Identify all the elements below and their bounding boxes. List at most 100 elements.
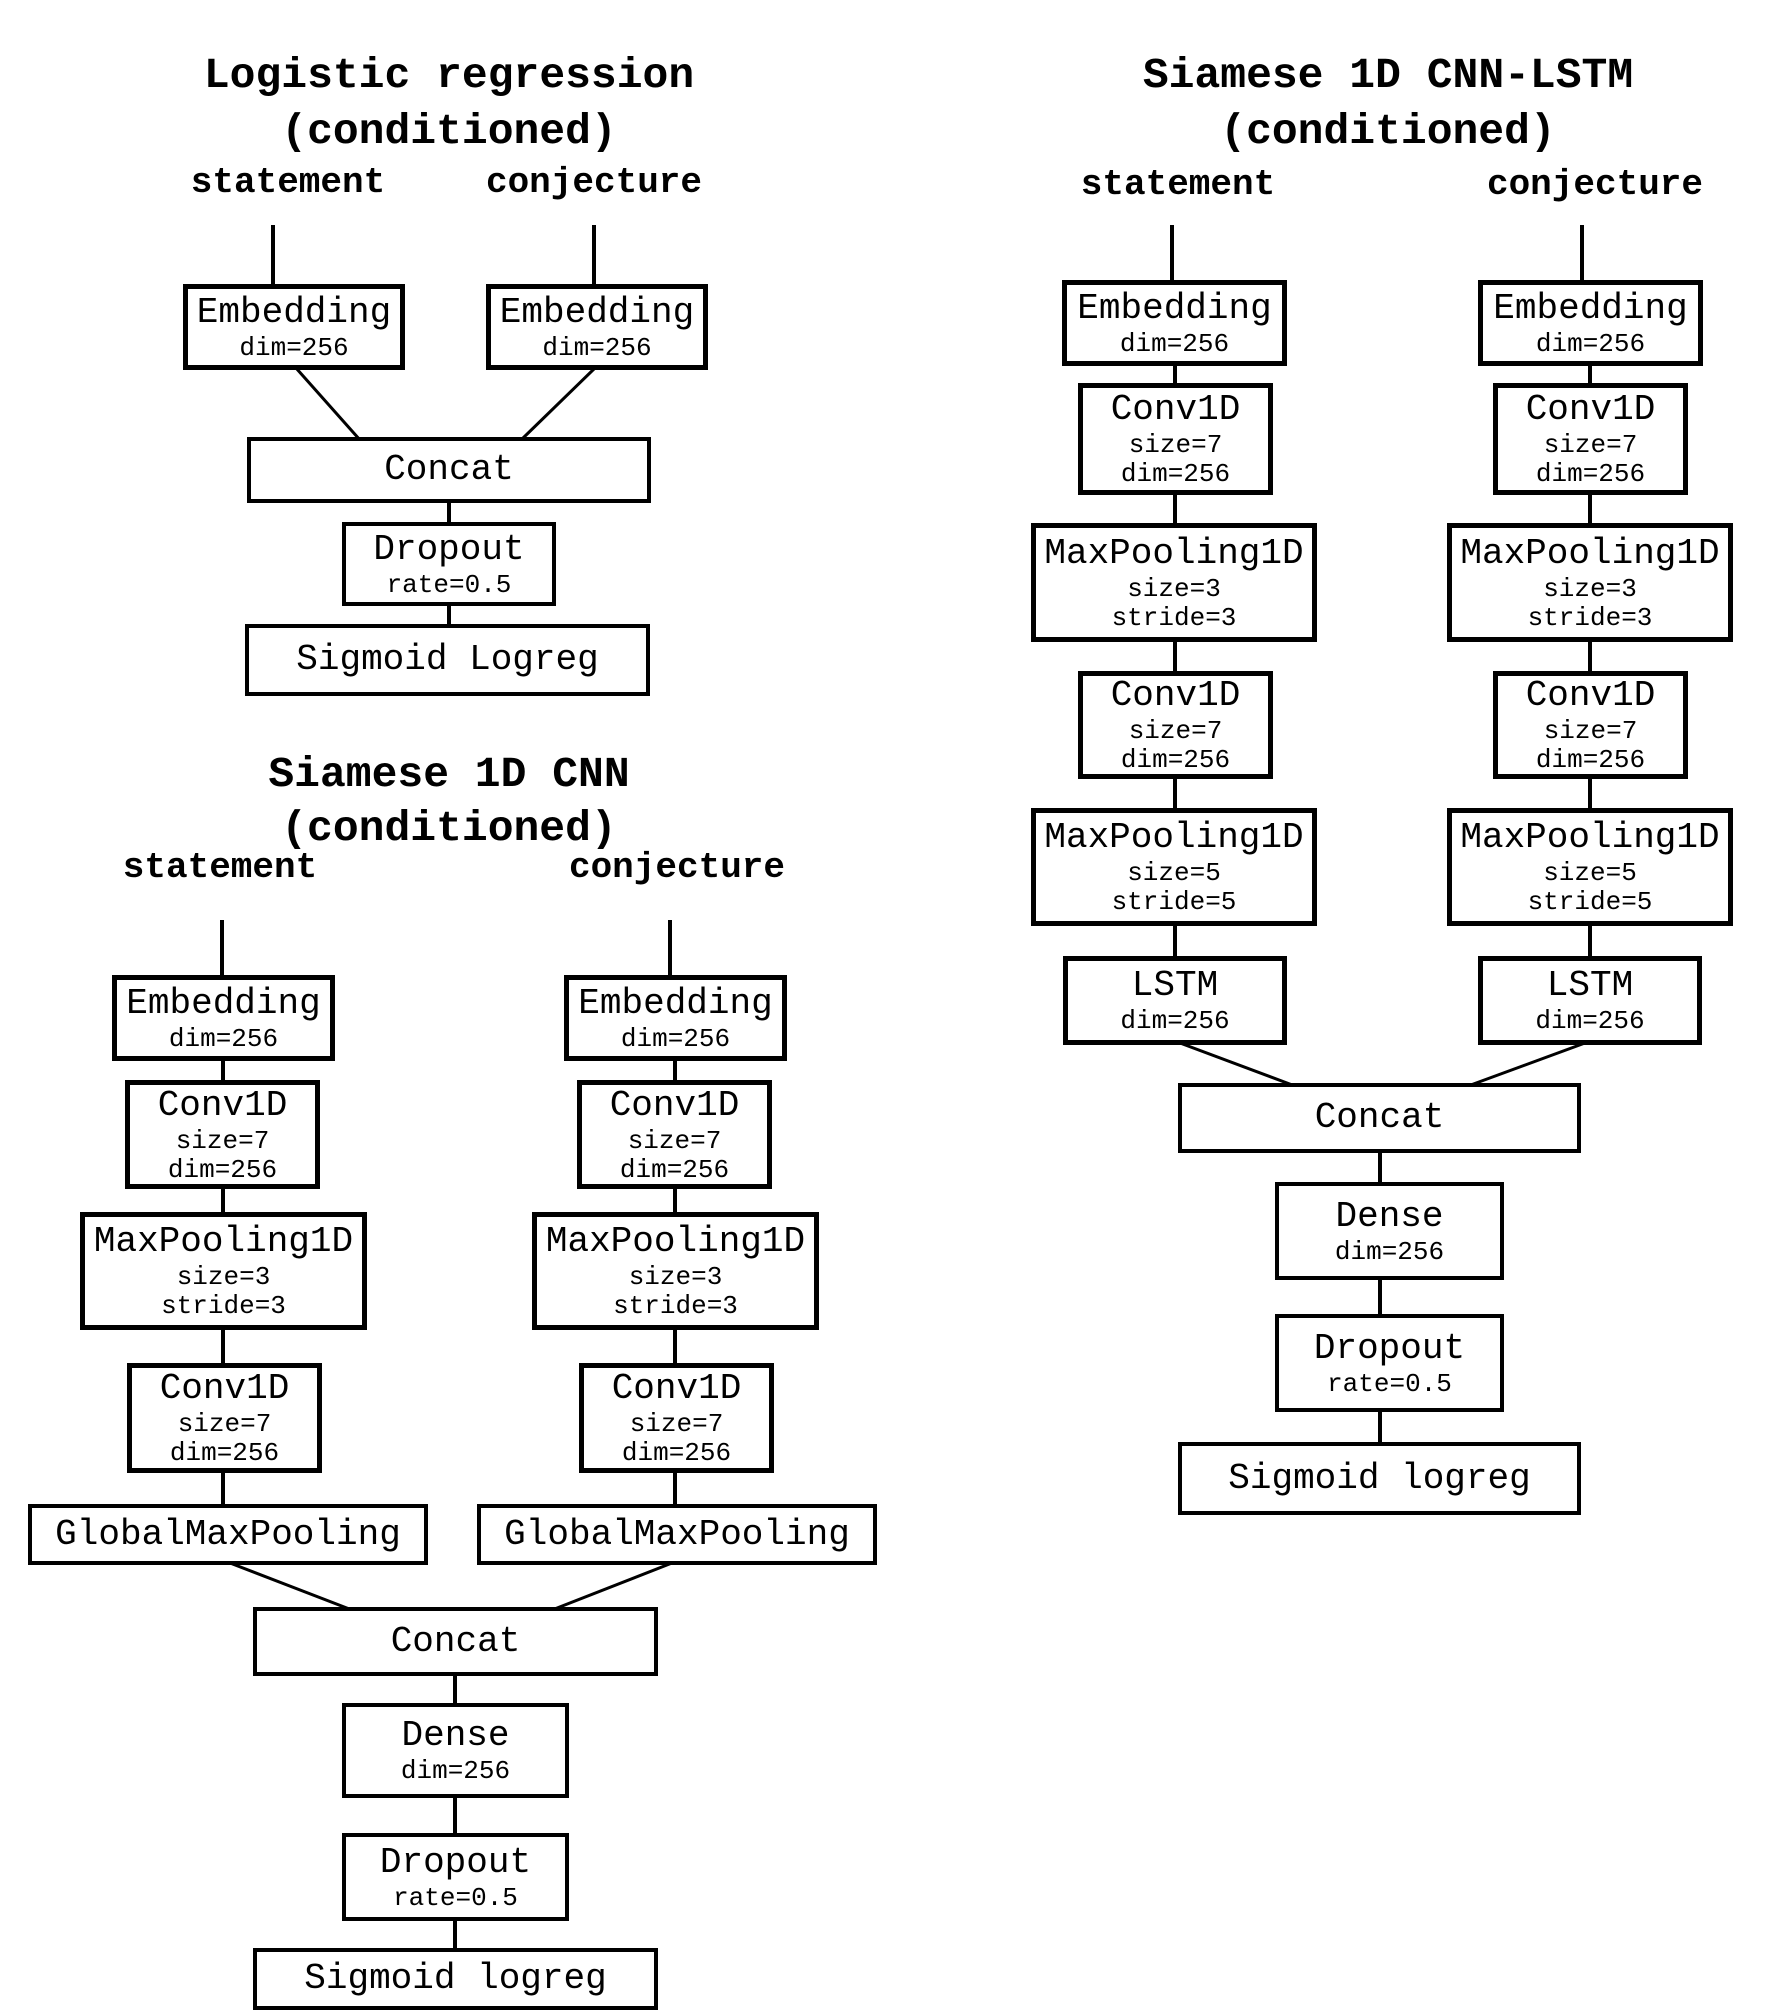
node-label: Embedding [196, 291, 392, 333]
node-label: Embedding [578, 982, 773, 1024]
node-param: size=3 [1127, 573, 1221, 604]
node-siamese-1d-cnn-sigmoid-logreg: Sigmoid logreg [253, 1948, 658, 2010]
node-label: Dropout [1313, 1327, 1466, 1369]
node-label: Conv1D [1110, 389, 1241, 430]
logistic-regression-connector-line [519, 366, 597, 442]
title-line: Logistic regression [203, 51, 695, 100]
node-param: size=7 [1543, 430, 1638, 460]
node-param: dim=256 [1535, 1006, 1645, 1036]
title-line: Siamese 1D CNN-LSTM [1142, 51, 1634, 100]
input-label-statement: statement [122, 847, 318, 888]
siamese-1d-cnn-connector-line [551, 1561, 673, 1612]
node-param: size=5 [1127, 858, 1221, 888]
node-param: size=3 [176, 1262, 271, 1292]
node-label: Dense [1335, 1195, 1444, 1237]
node-param: dim=256 [1535, 328, 1646, 359]
node-param: stride=3 [1111, 602, 1237, 633]
node-siamese-1d-cnn-lstm-concat: Concat [1178, 1083, 1581, 1153]
node-label: Embedding [126, 982, 321, 1024]
node-param: dim=256 [1535, 459, 1646, 489]
node-param: dim=256 [542, 332, 652, 363]
node-label: Conv1D [611, 1368, 742, 1409]
node-param: dim=256 [1334, 1236, 1445, 1267]
node-label: GlobalMaxPooling [55, 1513, 401, 1555]
node-siamese-1d-cnn-lstm-sigmoid-logreg: Sigmoid logreg [1178, 1442, 1581, 1515]
diagram-siamese-1d-cnn-title: Siamese 1D CNN (conditioned) [268, 748, 629, 856]
node-param: stride=3 [1527, 602, 1653, 633]
node-param: dim=256 [1535, 745, 1646, 775]
title-line: (conditioned) [281, 107, 617, 156]
node-label: Conv1D [1525, 389, 1656, 430]
node-label: MaxPooling1D [1044, 817, 1304, 858]
node-label: Embedding [1493, 287, 1688, 329]
title-line: Siamese 1D CNN [268, 750, 630, 799]
node-param: dim=256 [619, 1154, 730, 1185]
node-param: dim=256 [1120, 459, 1231, 489]
node-siamese-1d-cnn-globalmaxpooling-statement: GlobalMaxPooling [28, 1504, 428, 1565]
node-siamese-1d-cnn-globalmaxpooling-conjecture: GlobalMaxPooling [477, 1504, 877, 1565]
node-param: dim=256 [620, 1023, 731, 1054]
node-label: MaxPooling1D [1044, 532, 1304, 574]
input-label-statement: statement [1080, 164, 1276, 205]
node-param: stride=5 [1527, 887, 1653, 917]
node-label: MaxPooling1D [1460, 817, 1720, 858]
node-label: Embedding [1077, 287, 1272, 329]
node-label: Dropout [379, 1841, 532, 1883]
siamese-1d-cnn-lstm-connector-line [1179, 1041, 1296, 1088]
node-param: size=7 [627, 1125, 722, 1156]
node-param: size=7 [1543, 716, 1638, 746]
node-param: size=5 [1543, 858, 1637, 888]
title-line: (conditioned) [281, 804, 617, 853]
node-label: Sigmoid logreg [304, 1958, 607, 1999]
node-param: dim=256 [169, 1438, 280, 1468]
input-label-statement: statement [190, 162, 386, 203]
node-label: Conv1D [1525, 675, 1656, 716]
diagram-siamese-1d-cnn-lstm-title: Siamese 1D CNN-LSTM(conditioned) [1143, 48, 1633, 160]
node-param: dim=256 [621, 1438, 732, 1468]
node-param: size=7 [1128, 430, 1223, 460]
node-param: size=7 [629, 1409, 724, 1439]
node-label: Concat [384, 449, 514, 490]
node-label: Concat [1314, 1097, 1445, 1138]
node-param: dim=256 [1120, 1006, 1230, 1036]
node-label: Sigmoid logreg [1228, 1457, 1531, 1499]
siamese-1d-cnn-lstm-connector-line [1467, 1041, 1586, 1088]
node-label: Conv1D [159, 1368, 290, 1409]
node-param: stride=3 [161, 1291, 286, 1321]
node-label: Dense [401, 1715, 510, 1756]
node-label: MaxPooling1D [545, 1221, 806, 1262]
node-label: MaxPooling1D [1460, 532, 1720, 574]
node-param: stride=5 [1111, 887, 1237, 917]
node-param: size=3 [628, 1262, 723, 1292]
node-param: size=7 [177, 1409, 272, 1439]
node-label: LSTM [1546, 965, 1634, 1006]
node-label: LSTM [1131, 965, 1219, 1006]
node-label: Sigmoid Logreg [296, 639, 599, 680]
node-label: Dropout [373, 528, 525, 570]
node-param: size=7 [175, 1125, 270, 1156]
